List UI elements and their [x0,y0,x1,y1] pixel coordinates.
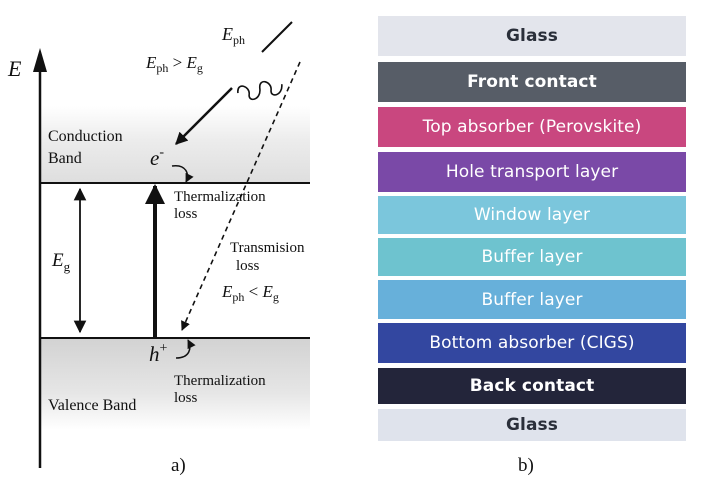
thermalization-loss-label-bottom: Thermalization loss [174,373,269,406]
photon-arrow [175,87,233,145]
hole-label: h+ [149,341,168,366]
layer-2: Front contact [378,62,686,102]
layer-4: Hole transport layer [378,152,686,192]
layer-7: Buffer layer [378,280,686,319]
energy-axis-arrowhead [33,48,47,72]
layer-5: Window layer [378,196,686,234]
layer-10: Glass [378,409,686,441]
energy-axis-label: E [7,56,22,81]
photon-energy-label: Eph [221,24,245,47]
electron-thermalization-curve [171,165,194,183]
electron-label: e- [150,145,164,170]
caption-a: a) [171,455,186,476]
transmission-loss-label: Transmision loss [230,240,308,274]
valence-band-label: Valence Band [48,397,136,414]
caption-b: b) [518,455,534,476]
layer-1: Glass [378,16,686,56]
conduction-band-region [40,106,310,183]
layer-3: Top absorber (Perovskite) [378,107,686,147]
bandgap-label: Eg [51,250,71,274]
valence-band-region [40,338,310,430]
layer-9: Back contact [378,368,686,404]
hole-thermalization-curve [175,339,196,359]
thermalization-loss-label-top: Thermalization loss [174,189,269,222]
transmitted-condition-label: Eph < Eg [221,282,279,304]
absorbed-condition-label: Eph > Eg [145,53,203,75]
conduction-band-label: Conduction Band [48,128,127,167]
layer-6: Buffer layer [378,238,686,276]
transmitted-photon-arrow [181,61,301,331]
photon-incoming-line [261,21,293,53]
photon-wave [237,80,283,101]
layer-8: Bottom absorber (CIGS) [378,323,686,363]
